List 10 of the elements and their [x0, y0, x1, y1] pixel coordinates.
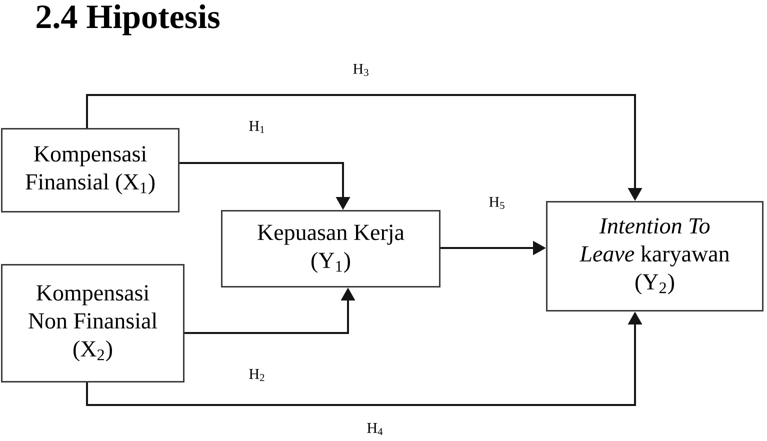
variable-box: Intention To Leave karyawan (Y$_{2}$) — [546, 201, 764, 312]
heading: 2.4 Hipotesis — [36, 4, 220, 36]
edge-label: H$_{3}$ — [352, 62, 370, 78]
variable-box: Kompensasi Finansial (X$_{1}$) — [1, 128, 180, 212]
edge-label: H$_{2}$ — [248, 368, 266, 382]
edge-label: H$_{5}$ — [488, 196, 506, 210]
variable-box: Kompensasi Non Finansial (X$_{2}$) — [1, 264, 184, 382]
edge-label: H$_{4}$ — [366, 422, 384, 436]
variable-box: Kepuasan Kerja (Y$_{1}$) — [221, 210, 440, 288]
edge-label: H$_{1}$ — [248, 120, 266, 134]
